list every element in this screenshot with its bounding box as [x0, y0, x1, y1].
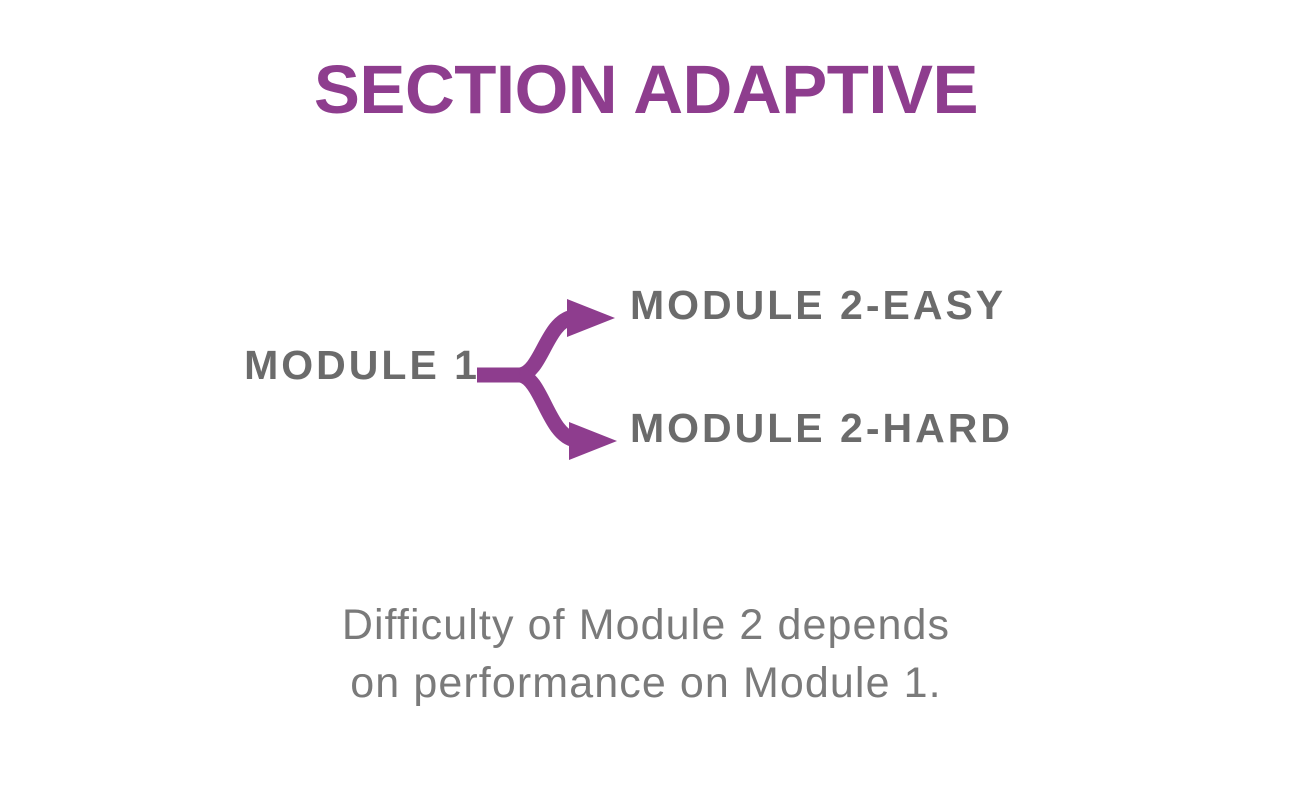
caption-block: Difficulty of Module 2 depends on perfor…: [0, 596, 1292, 712]
fork-branch-down-path: [517, 367, 578, 448]
diagram-node-module-2-easy: MODULE 2-EASY: [630, 282, 1007, 328]
caption-line-2: on performance on Module 1.: [350, 659, 942, 707]
fork-arrowhead-up-icon: [567, 299, 615, 337]
branch-fork-arrows-icon: [477, 299, 617, 460]
diagram-node-module-2-hard: MODULE 2-HARD: [630, 405, 1013, 451]
fork-arrowhead-down-icon: [569, 422, 617, 460]
fork-branch-up-path: [517, 309, 576, 383]
branching-diagram: MODULE 1 MODULE 2-EASY MODULE 2-HARD: [0, 270, 1292, 470]
page-title: SECTION ADAPTIVE: [313, 51, 979, 128]
diagram-node-module-1: MODULE 1: [244, 342, 480, 388]
caption-line-1: Difficulty of Module 2 depends: [341, 601, 951, 649]
